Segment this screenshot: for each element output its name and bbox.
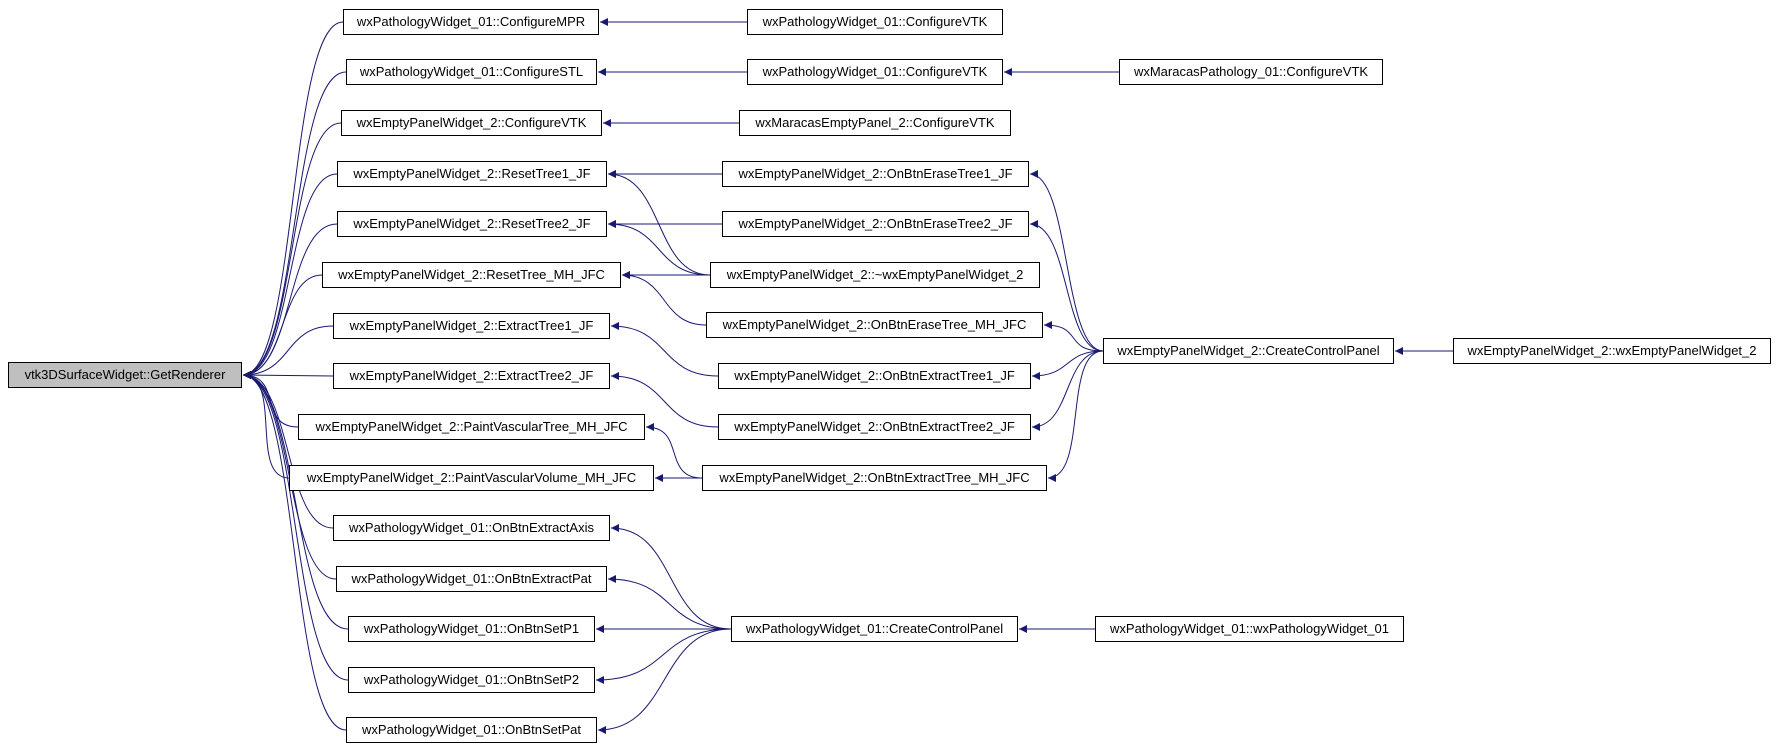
node-pw-on-set-pat[interactable]: wxPathologyWidget_01::OnBtnSetPat	[346, 717, 597, 743]
edge-ep-reset-tree1-to-root	[242, 173, 338, 379]
edge-pw-on-set-pat-to-root	[242, 371, 347, 731]
node-ep-on-extract-tree1[interactable]: wxEmptyPanelWidget_2::OnBtnExtractTree1_…	[718, 363, 1031, 389]
node-ep-on-extract-tree2[interactable]: wxEmptyPanelWidget_2::OnBtnExtractTree2_…	[718, 414, 1031, 440]
node-pw-on-set-p2[interactable]: wxPathologyWidget_01::OnBtnSetP2	[348, 667, 595, 693]
edge-ep-create-control-panel-to-ep-on-extract-tree2	[1031, 350, 1104, 431]
edge-ep-extract-tree2-to-root	[242, 371, 334, 380]
node-ep-extract-tree2[interactable]: wxEmptyPanelWidget_2::ExtractTree2_JF	[333, 363, 610, 389]
node-ep-on-erase-tree-mh[interactable]: wxEmptyPanelWidget_2::OnBtnEraseTree_MH_…	[706, 312, 1043, 338]
node-mp-configure-vtk[interactable]: wxMaracasPathology_01::ConfigureVTK	[1119, 59, 1383, 85]
edge-ep-create-control-panel-to-ep-on-erase-tree1	[1029, 170, 1104, 352]
edge-ep-create-control-panel-to-ep-on-extract-tree-mh	[1047, 350, 1104, 482]
edge-ep-create-control-panel-to-ep-on-erase-tree2	[1029, 220, 1104, 352]
node-ep-on-erase-tree1[interactable]: wxEmptyPanelWidget_2::OnBtnEraseTree1_JF	[722, 161, 1029, 187]
node-pw-configure-vtk-a[interactable]: wxPathologyWidget_01::ConfigureVTK	[747, 9, 1003, 35]
node-pw-configure-stl[interactable]: wxPathologyWidget_01::ConfigureSTL	[346, 59, 597, 85]
node-ep-extract-tree1[interactable]: wxEmptyPanelWidget_2::ExtractTree1_JF	[333, 313, 610, 339]
edge-pw-create-control-panel-to-pw-on-extract-axis	[610, 524, 732, 630]
edge-ep-extract-tree1-to-root	[242, 325, 334, 379]
edge-pw-configure-mpr-to-root	[242, 21, 344, 379]
node-ep-configure-vtk[interactable]: wxEmptyPanelWidget_2::ConfigureVTK	[341, 110, 602, 136]
node-pw-constructor[interactable]: wxPathologyWidget_01::wxPathologyWidget_…	[1095, 616, 1404, 642]
edge-ep-on-extract-tree-mh-to-ep-paint-vascular-tree	[645, 423, 703, 479]
edge-ep-on-erase-tree-mh-to-ep-reset-tree-mh	[621, 271, 707, 326]
node-ep-destructor[interactable]: wxEmptyPanelWidget_2::~wxEmptyPanelWidge…	[710, 262, 1040, 288]
edge-pw-on-set-p2-to-root	[242, 371, 349, 681]
node-ep-reset-tree-mh[interactable]: wxEmptyPanelWidget_2::ResetTree_MH_JFC	[322, 262, 621, 288]
node-pw-on-extract-pat[interactable]: wxPathologyWidget_01::OnBtnExtractPat	[336, 566, 607, 592]
edge-pw-configure-stl-to-root	[242, 71, 347, 379]
node-ep-constructor[interactable]: wxEmptyPanelWidget_2::wxEmptyPanelWidget…	[1453, 338, 1771, 364]
edge-pw-create-control-panel-to-pw-on-set-p2	[595, 628, 732, 684]
edge-pw-on-extract-axis-to-root	[242, 371, 334, 529]
node-pw-configure-vtk-b[interactable]: wxPathologyWidget_01::ConfigureVTK	[747, 59, 1003, 85]
edge-ep-create-control-panel-to-ep-on-erase-tree-mh	[1043, 321, 1104, 352]
node-ep-on-extract-tree-mh[interactable]: wxEmptyPanelWidget_2::OnBtnExtractTree_M…	[702, 465, 1047, 491]
node-pw-create-control-panel[interactable]: wxPathologyWidget_01::CreateControlPanel	[731, 616, 1018, 642]
edge-ep-reset-tree-mh-to-root	[242, 274, 323, 379]
node-ep-reset-tree2[interactable]: wxEmptyPanelWidget_2::ResetTree2_JF	[337, 211, 607, 237]
edge-ep-on-extract-tree1-to-ep-extract-tree1	[610, 322, 719, 377]
node-ep-reset-tree1[interactable]: wxEmptyPanelWidget_2::ResetTree1_JF	[337, 161, 607, 187]
node-root[interactable]: vtk3DSurfaceWidget::GetRenderer	[8, 362, 242, 388]
node-mep-configure-vtk[interactable]: wxMaracasEmptyPanel_2::ConfigureVTK	[739, 110, 1011, 136]
node-ep-paint-vascular-tree[interactable]: wxEmptyPanelWidget_2::PaintVascularTree_…	[298, 414, 645, 440]
node-ep-create-control-panel[interactable]: wxEmptyPanelWidget_2::CreateControlPanel	[1103, 338, 1394, 364]
edge-ep-create-control-panel-to-ep-on-extract-tree1	[1031, 350, 1104, 380]
edge-ep-on-extract-tree2-to-ep-extract-tree2	[610, 372, 719, 428]
edge-ep-configure-vtk-to-root	[242, 122, 342, 379]
edge-ep-reset-tree2-to-root	[242, 223, 338, 379]
node-ep-on-erase-tree2[interactable]: wxEmptyPanelWidget_2::OnBtnEraseTree2_JF	[722, 211, 1029, 237]
node-pw-on-set-p1[interactable]: wxPathologyWidget_01::OnBtnSetP1	[348, 616, 595, 642]
edge-ep-destructor-to-ep-reset-tree2	[607, 220, 711, 276]
edge-pw-create-control-panel-to-pw-on-extract-pat	[607, 575, 732, 630]
node-pw-configure-mpr[interactable]: wxPathologyWidget_01::ConfigureMPR	[343, 9, 599, 35]
edge-pw-on-set-p1-to-root	[242, 371, 349, 630]
edge-pw-create-control-panel-to-pw-on-set-pat	[597, 628, 732, 734]
node-ep-paint-vascular-volume[interactable]: wxEmptyPanelWidget_2::PaintVascularVolum…	[289, 465, 654, 491]
node-pw-on-extract-axis[interactable]: wxPathologyWidget_01::OnBtnExtractAxis	[333, 515, 610, 541]
